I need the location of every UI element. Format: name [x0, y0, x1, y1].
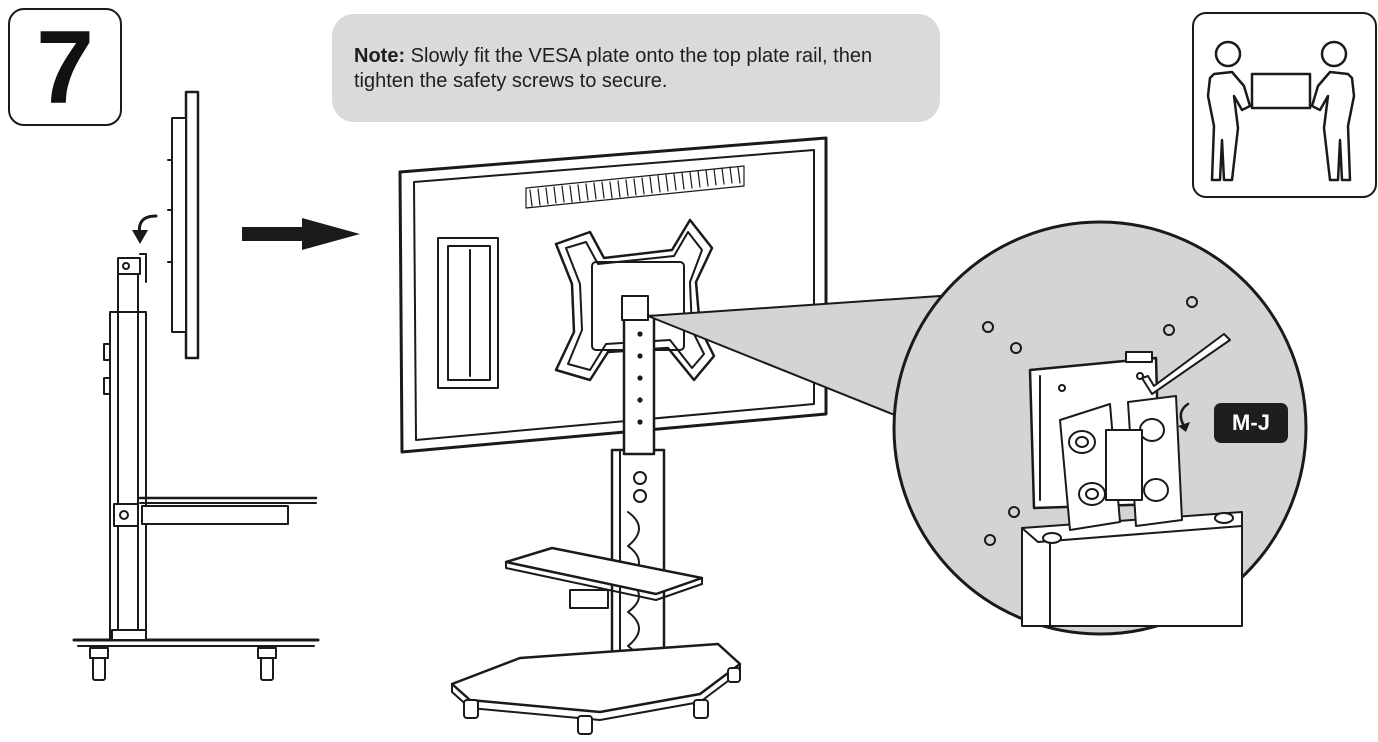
stand-side-view — [72, 253, 320, 681]
caster — [257, 647, 277, 681]
rotate-arrow-icon — [132, 214, 158, 244]
two-person-lift-icon — [1206, 40, 1356, 182]
magnifier-detail — [892, 220, 1308, 636]
tool-label-badge: M-J — [1214, 403, 1288, 443]
note-box: Note: Slowly fit the VESA plate onto the… — [332, 14, 940, 122]
note-label: Note: — [354, 45, 406, 67]
step-number: 7 — [36, 10, 94, 126]
vent-grille — [525, 165, 745, 209]
tv-stand-front — [398, 136, 828, 735]
note-text: Slowly fit the VESA plate onto the top p… — [354, 45, 873, 92]
allen-key-icon — [1141, 333, 1231, 395]
tv-side-view — [167, 90, 200, 360]
arrow-right-icon — [242, 218, 360, 250]
step-number-box: 7 — [8, 8, 122, 126]
rotate-arrow-icon — [1178, 402, 1190, 432]
caster — [89, 647, 109, 681]
